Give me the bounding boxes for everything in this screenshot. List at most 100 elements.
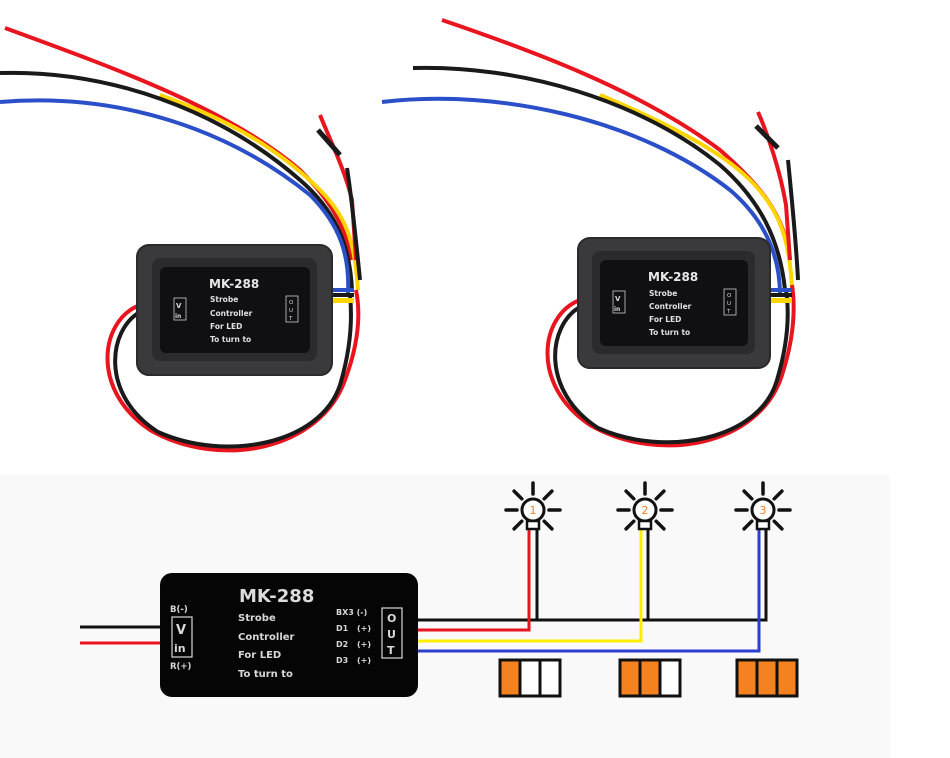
- output-label: D2 (+): [336, 640, 371, 649]
- out-u: U: [387, 628, 396, 641]
- bulb-base: [637, 519, 653, 531]
- wire-blue: [0, 98, 351, 296]
- light-ray: [654, 519, 666, 531]
- light-ray: [512, 519, 524, 531]
- segment-lit: [618, 658, 642, 698]
- led-bulb-icon: 2: [616, 481, 674, 531]
- controller-label-plate: [160, 267, 310, 353]
- light-ray: [742, 519, 754, 531]
- wire-black: [0, 70, 354, 291]
- segment-lit: [735, 658, 759, 698]
- wire-blue: [381, 96, 782, 296]
- led-number: 2: [642, 504, 649, 517]
- out-o: O: [727, 293, 732, 299]
- vin-v: V: [615, 295, 621, 303]
- model-text: MK-288: [648, 270, 698, 284]
- light-ray: [624, 519, 636, 531]
- segment-lit: [755, 658, 779, 698]
- sequence-step-indicator: [618, 658, 682, 698]
- vin-in: in: [175, 313, 181, 320]
- output-wire-red: [418, 528, 531, 632]
- light-ray: [772, 519, 784, 531]
- out-box: [381, 607, 403, 659]
- light-ray: [654, 489, 666, 501]
- controller-label-plate: [600, 260, 748, 346]
- out-o: O: [387, 612, 396, 625]
- label-line: To turn to: [649, 328, 690, 337]
- wire-black-stub: [754, 124, 780, 150]
- segment-off: [658, 658, 682, 698]
- segment-off: [518, 658, 542, 698]
- vin-in: in: [614, 306, 620, 313]
- diagram-label-line: For LED: [238, 650, 281, 661]
- output-label: D1 (+): [336, 624, 371, 633]
- wire-loop-red: [545, 284, 796, 448]
- output-label: D3 (+): [336, 656, 371, 665]
- diagram-controller: [160, 573, 418, 697]
- wiring-diagram: MK-288 Strobe Controller For LED To turn…: [80, 481, 799, 698]
- led-bulb-icon: 3: [734, 481, 792, 531]
- wire-red: [4, 26, 354, 261]
- label-line: For LED: [649, 315, 681, 324]
- label-line: Controller: [210, 309, 253, 318]
- diagram-label-line: Controller: [238, 632, 295, 643]
- wire-loop-red: [105, 289, 361, 453]
- out-o: O: [289, 300, 294, 306]
- label-line: Strobe: [210, 295, 238, 304]
- light-ray: [512, 489, 524, 501]
- vin-v: V: [176, 302, 182, 310]
- sequence-step-indicator: [735, 658, 799, 698]
- segment-lit: [775, 658, 799, 698]
- wire-yellow: [159, 93, 360, 291]
- output-label: BX3 (-): [336, 608, 367, 617]
- output-wire-yellow: [418, 528, 643, 643]
- wire-black-stub2: [786, 159, 800, 281]
- light-ray: [772, 489, 784, 501]
- wire-black-stub2: [345, 167, 362, 281]
- wire-black-stub: [316, 128, 342, 157]
- light-ray: [542, 489, 554, 501]
- out-u: U: [727, 301, 731, 307]
- wire-red: [441, 18, 792, 261]
- vin-box: [171, 616, 193, 658]
- diagram-label-line: To turn to: [238, 669, 293, 680]
- vin-in: in: [174, 642, 186, 655]
- sequence-step-indicator: [498, 658, 562, 698]
- input-positive-label: R(+): [170, 662, 192, 672]
- wire-loop-black: [553, 289, 790, 445]
- bulb-base: [525, 519, 541, 531]
- diagram-model-text: MK-288: [239, 586, 314, 607]
- segment-lit: [498, 658, 522, 698]
- wire-red-stub: [756, 111, 792, 261]
- wire-black: [412, 65, 787, 291]
- wire-yellow: [599, 93, 794, 291]
- label-line: For LED: [210, 322, 242, 331]
- led-number: 1: [530, 504, 537, 517]
- light-ray: [742, 489, 754, 501]
- label-line: To turn to: [210, 335, 251, 344]
- light-ray: [624, 489, 636, 501]
- label-line: Controller: [649, 302, 692, 311]
- out-u: U: [289, 308, 293, 314]
- label-line: Strobe: [649, 289, 677, 298]
- bulb-base: [755, 519, 771, 531]
- led-number: 3: [760, 504, 767, 517]
- led-bulb-icon: 1: [504, 481, 562, 531]
- wiring-diagram-background: [0, 475, 890, 758]
- controller-photo-left: MK-288 Strobe Controller For LED To turn…: [0, 26, 362, 453]
- out-t: T: [726, 309, 731, 315]
- wire-loop-black: [113, 294, 353, 449]
- input-negative-label: B(-): [170, 605, 188, 615]
- output-wire-black: [418, 528, 768, 622]
- diagram-label-line: Strobe: [238, 613, 276, 624]
- out-t: T: [288, 316, 293, 322]
- vin-v: V: [176, 623, 186, 638]
- output-wire-blue: [418, 528, 761, 653]
- model-text: MK-288: [209, 277, 259, 291]
- light-ray: [542, 519, 554, 531]
- controller-photo-right: MK-288 Strobe Controller For LED To turn…: [381, 18, 800, 448]
- out-t: T: [387, 644, 395, 657]
- segment-off: [538, 658, 562, 698]
